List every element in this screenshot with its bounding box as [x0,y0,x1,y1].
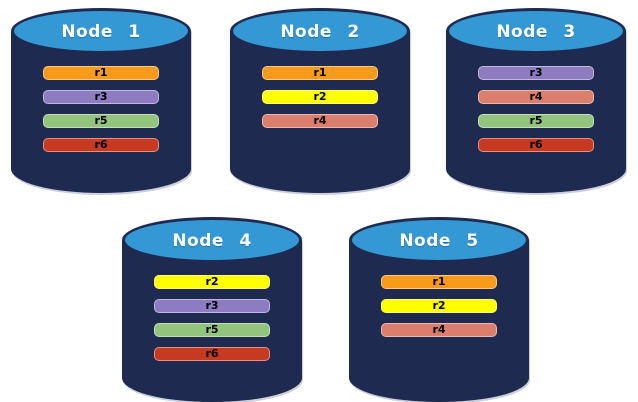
node-1-cylinder: Node 1 r1 r3 r5 r6 [11,8,191,193]
node-3-cylinder: Node 3 r3 r4 r5 r6 [446,8,626,193]
node-2-cylinder: Node 2 r1 r2 r4 [230,8,410,193]
replica-bar-r1: r1 [43,66,159,80]
node-title: Node 4 [172,230,252,251]
replica-bar-r4: r4 [262,114,378,128]
cylinder-body [349,239,529,402]
cylinder-body [446,30,626,193]
replica-bar-list: r1 r2 r4 [262,66,378,128]
cylinder-top-ellipse: Node 3 [446,8,626,54]
node-4-cylinder: Node 4 r2 r3 r5 r6 [122,217,302,402]
replica-bar-list: r2 r3 r5 r6 [154,275,270,361]
replica-bar-r6: r6 [43,138,159,152]
replica-bar-r5: r5 [478,114,594,128]
replica-bar-r5: r5 [43,114,159,128]
replica-bar-r4: r4 [381,323,497,337]
cylinder-top-ellipse: Node 2 [230,8,410,54]
replica-bar-r6: r6 [154,347,270,361]
cylinder-top-ellipse: Node 1 [11,8,191,54]
replica-bar-list: r1 r3 r5 r6 [43,66,159,152]
replica-bar-r6: r6 [478,138,594,152]
replica-bar-r2: r2 [381,299,497,313]
cylinder-body [122,239,302,402]
node-5-cylinder: Node 5 r1 r2 r4 [349,217,529,402]
replica-bar-list: r3 r4 r5 r6 [478,66,594,152]
replica-bar-r5: r5 [154,323,270,337]
replica-bar-r1: r1 [262,66,378,80]
replica-bar-r2: r2 [154,275,270,289]
cylinder-body [11,30,191,193]
replica-bar-list: r1 r2 r4 [381,275,497,337]
node-title: Node 1 [61,21,141,42]
node-title: Node 2 [280,21,360,42]
cylinder-body [230,30,410,193]
replica-bar-r3: r3 [478,66,594,80]
replica-bar-r2: r2 [262,90,378,104]
node-title: Node 3 [496,21,576,42]
replica-bar-r1: r1 [381,275,497,289]
replica-bar-r4: r4 [478,90,594,104]
replica-bar-r3: r3 [43,90,159,104]
node-title: Node 5 [399,230,479,251]
cylinder-top-ellipse: Node 5 [349,217,529,263]
cylinder-top-ellipse: Node 4 [122,217,302,263]
replica-bar-r3: r3 [154,299,270,313]
